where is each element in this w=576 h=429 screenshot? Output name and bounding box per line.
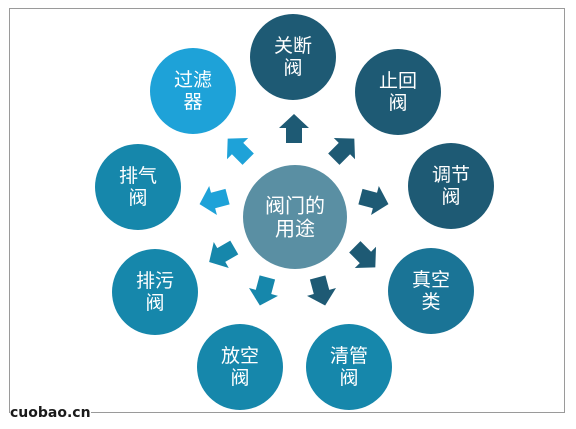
node-label-guolv: 过滤 xyxy=(174,69,212,91)
node-label-guolv: 器 xyxy=(183,91,202,113)
watermark: cuobao.cn xyxy=(10,404,91,422)
node-label-zhihui: 止回 xyxy=(379,70,417,92)
arrow-fangkong xyxy=(248,275,278,306)
node-label-qingguan: 阀 xyxy=(339,367,358,389)
arrow-paiwu xyxy=(209,240,239,268)
node-paiqi: 排气阀 xyxy=(95,144,181,230)
node-tiaojie: 调节阀 xyxy=(408,143,494,229)
center-label: 阀门的 xyxy=(265,194,325,218)
node-label-fangkong: 放空 xyxy=(221,345,259,367)
arrow-guolv xyxy=(226,137,254,165)
arrow-zhenkong xyxy=(349,241,377,269)
node-label-zhihui: 阀 xyxy=(388,92,407,114)
node-label-paiwu: 阀 xyxy=(145,292,164,314)
node-label-tiaojie: 调节 xyxy=(432,164,470,186)
node-label-zhenkong: 真空 xyxy=(412,269,450,291)
node-fangkong: 放空阀 xyxy=(197,324,283,410)
node-zhihui: 止回阀 xyxy=(355,49,441,135)
node-label-qingguan: 清管 xyxy=(330,345,368,367)
node-guanduan: 关断阀 xyxy=(250,14,336,100)
center-label: 用途 xyxy=(275,217,315,241)
node-label-paiqi: 排气 xyxy=(119,165,157,187)
node-label-guanduan: 阀 xyxy=(283,57,302,79)
arrow-guanduan xyxy=(279,114,309,143)
arrow-tiaojie xyxy=(358,186,389,216)
node-qingguan: 清管阀 xyxy=(306,324,392,410)
node-paiwu: 排污阀 xyxy=(112,249,198,335)
node-label-paiwu: 排污 xyxy=(136,270,174,292)
node-zhenkong: 真空类 xyxy=(388,248,474,334)
arrow-qingguan xyxy=(307,275,337,306)
node-label-fangkong: 阀 xyxy=(230,367,249,389)
node-label-paiqi: 阀 xyxy=(128,187,147,209)
node-label-tiaojie: 阀 xyxy=(441,186,460,208)
node-label-guanduan: 关断 xyxy=(274,35,312,57)
node-guolv: 过滤器 xyxy=(150,48,236,134)
arrow-zhihui xyxy=(328,137,356,165)
node-label-zhenkong: 类 xyxy=(421,291,440,313)
arrow-paiqi xyxy=(199,186,230,216)
